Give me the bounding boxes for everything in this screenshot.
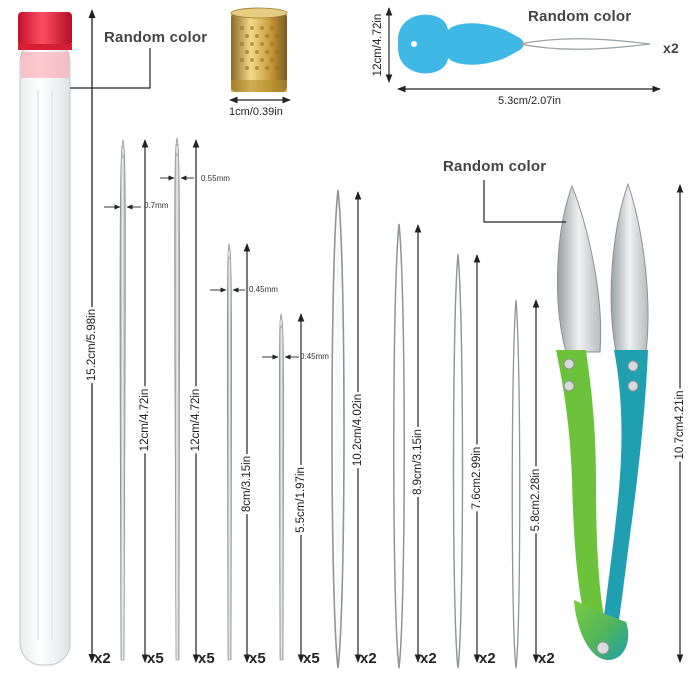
needle-3-quantity: x5 [249, 650, 266, 667]
threader-height-label: 12cm/4.72in [372, 13, 384, 77]
needle-2-quantity: x5 [198, 650, 215, 667]
tube-leader-line [70, 48, 151, 89]
gauge-label-2: 0.55mm [201, 174, 230, 183]
big-eye-needle-3-quantity: x2 [479, 650, 496, 667]
big-eye-needle-1-length-label: 10.2cm/4.02in [352, 391, 364, 469]
big-eye-needle-4-quantity: x2 [538, 650, 555, 667]
big-eye-needle-3-length-label: 7.6cm2.99in [471, 444, 483, 512]
tube-cap [18, 12, 72, 46]
tube-quantity: x2 [94, 650, 111, 667]
thimble [230, 7, 288, 92]
tube-length-label: 15.2cm/5.98in [86, 306, 98, 384]
random-color-label-scissors: Random color [443, 158, 547, 175]
needle-3-length-label: 8cm/3.15in [241, 453, 253, 515]
big-eye-needle-4-length-label: 5.8cm2.28in [530, 466, 542, 534]
random-color-label-threader: Random color [528, 8, 632, 25]
gauge-label-1: 0.7mm [144, 201, 169, 210]
big-eye-needle-2-length-label: 8.9cm/3.15in [412, 427, 424, 497]
gauge-label-3: 0.45mm [249, 285, 278, 294]
gauge-label-4: 0.45mm [300, 352, 329, 361]
random-color-label-tube: Random color [104, 29, 208, 46]
needle-3 [227, 242, 232, 661]
scissors-length-label: 10.7cm4.21in [674, 388, 686, 462]
needle-2-length-label: 12cm/4.72in [190, 386, 202, 454]
needle-1-quantity: x5 [147, 650, 164, 667]
thread-scissors [556, 182, 649, 660]
threader-width-label: 5.3cm/2.07in [498, 95, 561, 107]
threader-quantity: x2 [663, 40, 679, 56]
storage-tube [18, 12, 72, 666]
needle-2 [174, 136, 180, 661]
needle-4 [279, 312, 284, 661]
thimble-size-label: 1cm/0.39in [229, 106, 283, 118]
big-eye-needle-4 [511, 299, 521, 669]
big-eye-needle-2-quantity: x2 [420, 650, 437, 667]
needle-4-quantity: x5 [303, 650, 320, 667]
big-eye-needle-1 [331, 189, 345, 669]
needle-1 [119, 138, 126, 661]
big-eye-needle-2 [393, 223, 405, 669]
scissors-leader-line [483, 180, 566, 223]
big-eye-needle-3 [452, 253, 464, 669]
needle-1-length-label: 12cm/4.72in [139, 386, 151, 454]
needle-4-length-label: 5.5cm/1.97in [295, 465, 307, 535]
big-eye-needle-1-quantity: x2 [360, 650, 377, 667]
needle-threader [398, 14, 651, 74]
